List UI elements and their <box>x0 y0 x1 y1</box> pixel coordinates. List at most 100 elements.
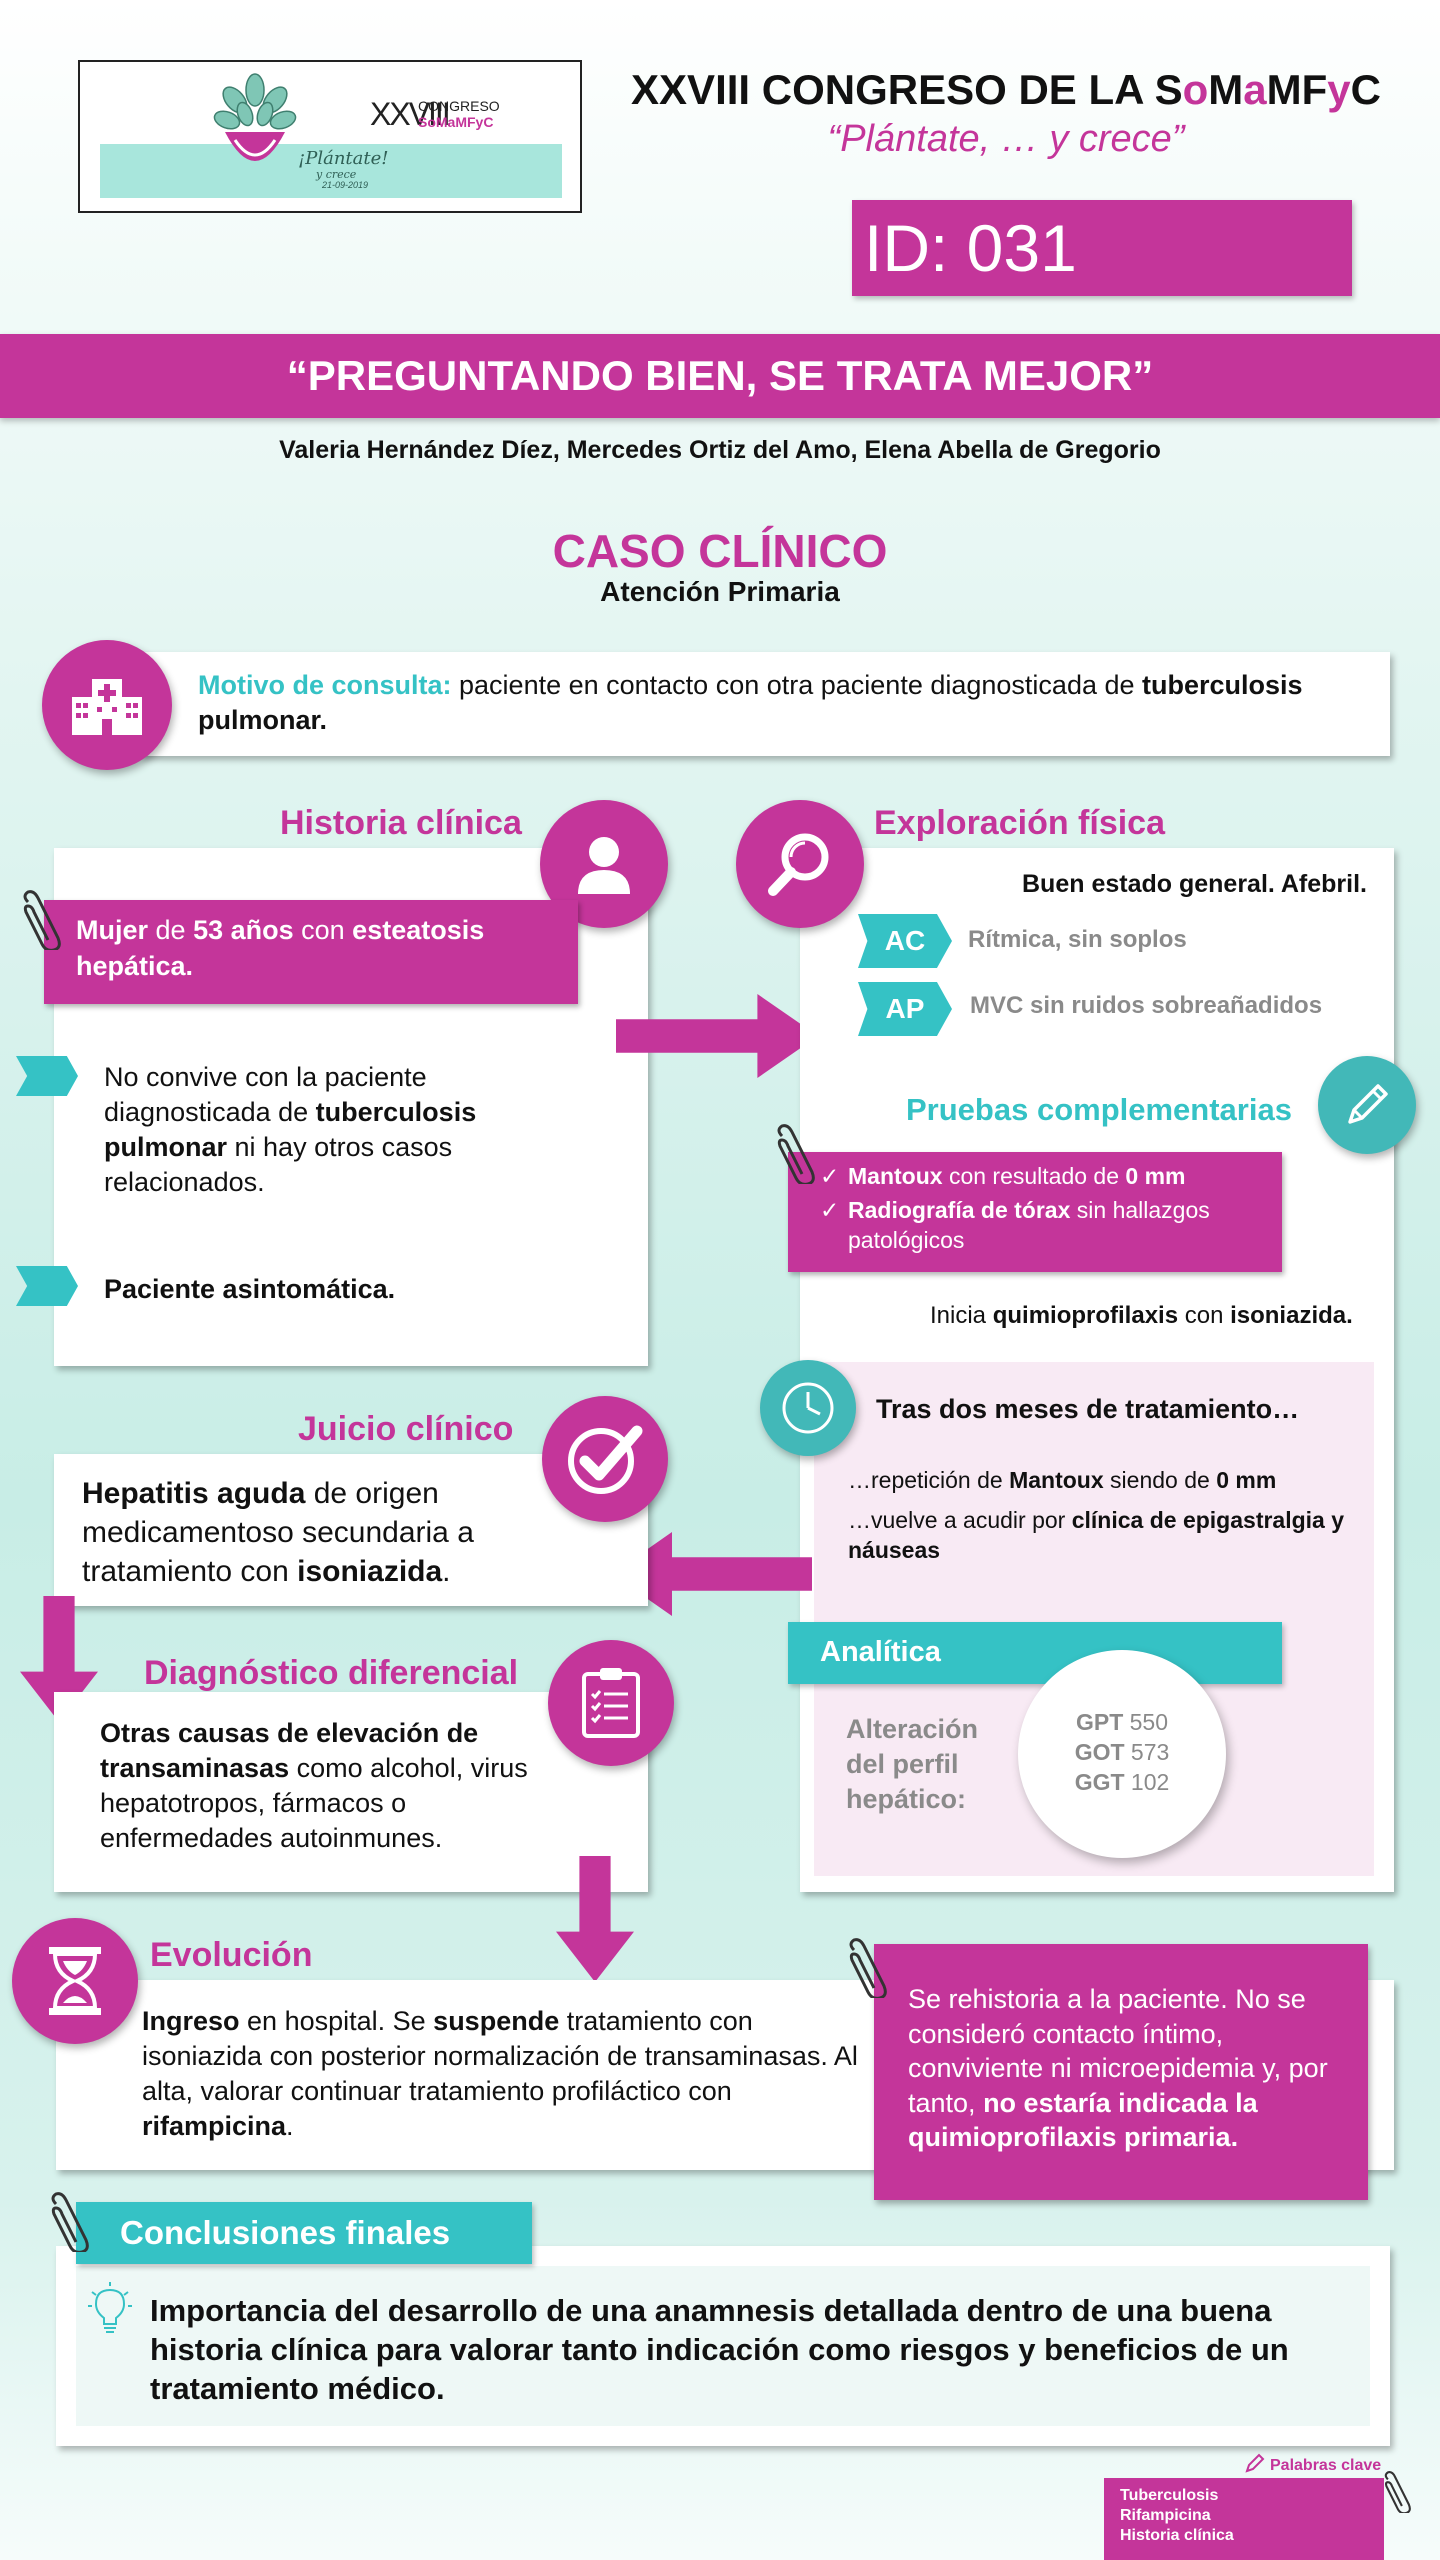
clock-icon-circle <box>760 1360 856 1456</box>
brand-c: C <box>1350 66 1381 113</box>
paperclip-icon <box>1384 2471 1411 2513</box>
gpt-name: GPT <box>1075 1709 1124 1735</box>
motivo-text: Motivo de consulta: paciente en contacto… <box>198 668 1368 738</box>
tratamiento-line-2: …vuelve a acudir por clínica de epigastr… <box>848 1506 1368 1566</box>
congress-title-prefix: XXVIII CONGRESO DE LA <box>631 66 1155 113</box>
evolucion-3: tratamiento con isoniazida con posterior… <box>142 2006 858 2107</box>
plant-pot-icon <box>213 73 297 161</box>
keyword-item: Historia clínica <box>1120 2527 1234 2544</box>
title-banner: “PREGUNTANDO BIEN, SE TRATA MEJOR” <box>0 334 1440 418</box>
tratamiento-line-1-0: …repetición de <box>848 1467 1010 1493</box>
congress-subtitle: “Plántate, … y crece” <box>827 118 1185 160</box>
diferencial-1: como alcohol, virus hepatotropos, fármac… <box>100 1753 528 1854</box>
pruebas-title: Pruebas complementarias <box>906 1092 1292 1127</box>
checkmark-icon-circle <box>542 1396 668 1522</box>
pruebas-item-1-2: 0 mm <box>1125 1163 1186 1189</box>
historia-box-1: de <box>148 915 194 945</box>
pruebas-item-2-1: sin hallazgos patológicos <box>848 1196 1210 1253</box>
analitica-circle <box>1018 1650 1226 1858</box>
got-row: GOT 573 <box>1018 1738 1226 1768</box>
brand-a: a <box>1243 66 1267 113</box>
logo-slogan: ¡Plántate! <box>298 148 389 169</box>
historia-highlight-box: Mujer de 53 años con esteatosis hepática… <box>44 900 578 1004</box>
brand-m: M <box>1208 66 1244 113</box>
tratamiento-line-1: …repetición de Mantoux siendo de 0 mm <box>848 1466 1368 1496</box>
analitica-label: Alteración del perfil hepático: <box>846 1714 979 1815</box>
keywords-box: Tuberculosis Rifampicina Historia clínic… <box>1104 2478 1384 2560</box>
pruebas-item-2-0: Radiografía de tórax <box>848 1196 1071 1223</box>
pruebas-item-1-1: con resultado de <box>942 1163 1126 1189</box>
evolucion-4: rifampicina <box>142 2111 287 2142</box>
paperclip-icon <box>849 1938 887 1998</box>
historia-item-1-1: tuberculosis pulmonar <box>104 1097 477 1163</box>
paperclip-icon <box>51 2192 89 2252</box>
conclusiones-text: Importancia del desarrollo de una anamne… <box>150 2293 1289 2406</box>
analitica-title: Analítica <box>820 1636 941 1668</box>
logo-date: 21-09-2019 <box>322 180 369 190</box>
historia-item-1-0: No convive con la paciente diagnosticada… <box>104 1062 427 1128</box>
ac-text: Rítmica, sin soplos <box>968 926 1187 953</box>
exploracion-general: Buen estado general. Afebril. <box>1022 870 1367 898</box>
diferencial-card <box>54 1692 648 1892</box>
logo-congreso: CONGRESO <box>418 98 500 114</box>
evolucion-1: en hospital. Se <box>239 2006 434 2036</box>
clock-icon <box>782 1382 834 1434</box>
motivo-label: Motivo de consulta: <box>198 670 452 700</box>
bullet-arrow-icon <box>16 1266 78 1306</box>
tratamiento-line-2-0: …vuelve a acudir por <box>848 1507 1072 1533</box>
paperclip-icon <box>23 890 61 950</box>
keywords-label: Palabras clave <box>1270 2457 1382 2474</box>
got-name: GOT <box>1074 1738 1125 1765</box>
evolucion-title: Evolución <box>150 1936 313 1974</box>
pencil-small-icon <box>1245 2453 1265 2473</box>
search-icon <box>768 833 829 896</box>
hospital-icon-circle <box>42 640 172 770</box>
pruebas-item-1-0: Mantoux <box>848 1163 943 1189</box>
juicio-2: isoniazida <box>297 1555 443 1588</box>
brand-o: o <box>1182 66 1209 113</box>
paperclip-icon <box>777 1124 815 1184</box>
ggt-name: GGT <box>1074 1768 1125 1795</box>
checkmark-icon <box>568 1425 643 1494</box>
evolucion-side-1: no estaría indicada la quimioprofilaxis … <box>908 2087 1258 2153</box>
juicio-title: Juicio clínico <box>298 1410 514 1448</box>
authors: Valeria Hernández Díez, Mercedes Ortiz d… <box>279 436 1161 464</box>
ggt-value: 102 <box>1130 1768 1170 1795</box>
motivo-bold: tuberculosis pulmonar. <box>198 670 1303 736</box>
brand-s: S <box>1154 66 1183 113</box>
inicia-text: Inicia quimioprofilaxis con isoniazida. <box>930 1300 1353 1331</box>
tratamiento-title: Tras dos meses de tratamiento… <box>876 1394 1300 1424</box>
evolucion-5: . <box>286 2111 294 2142</box>
juicio-text: Hepatitis aguda de origen medicamentoso … <box>82 1474 542 1591</box>
evolucion-text: Ingreso en hospital. Se suspende tratami… <box>142 2004 878 2144</box>
inicia-0: Inicia <box>930 1302 993 1329</box>
historia-box-0: Mujer <box>76 915 149 945</box>
lightbulb-icon <box>88 2282 132 2333</box>
ac-tag: AC <box>858 914 952 968</box>
pruebas-item-1: ✓Mantoux con resultado de 0 mm <box>820 1162 1282 1192</box>
tratamiento-line-1-2: siendo de <box>1103 1467 1217 1493</box>
pencil-icon-circle <box>1318 1056 1416 1154</box>
clipboard-icon <box>582 1668 640 1738</box>
person-icon <box>578 837 630 894</box>
historia-box-3: con <box>293 915 353 945</box>
evolucion-side-0: Se rehistoria a la paciente. No se consi… <box>908 1984 1328 2118</box>
motivo-card <box>140 652 1390 756</box>
poster-title: “PREGUNTANDO BIEN, SE TRATA MEJOR” <box>286 352 1154 399</box>
logo-band <box>100 144 562 198</box>
tratamiento-line-1-1: Mantoux <box>1009 1467 1104 1493</box>
ap-tag: AP <box>858 982 952 1036</box>
pruebas-item-2: ✓Radiografía de tórax sin hallazgos pato… <box>820 1196 1240 1256</box>
case-title: CASO CLÍNICO <box>552 525 888 577</box>
poster-id-label: ID: 031 <box>864 211 1077 285</box>
hourglass-icon <box>49 1947 101 2015</box>
ap-text: MVC sin ruidos sobreañadidos <box>970 992 1323 1019</box>
case-subtitle: Atención Primaria <box>600 576 840 607</box>
inicia-3: isoniazida. <box>1230 1302 1353 1329</box>
ggt-row: GGT 102 <box>1018 1768 1226 1798</box>
diferencial-title: Diagnóstico diferencial <box>144 1654 519 1692</box>
diferencial-text: Otras causas de elevación de transaminas… <box>100 1716 580 1856</box>
hospital-icon <box>72 679 142 735</box>
conclusiones-header: Conclusiones finales <box>76 2202 532 2264</box>
poster-id: ID: 031 <box>852 200 1352 296</box>
